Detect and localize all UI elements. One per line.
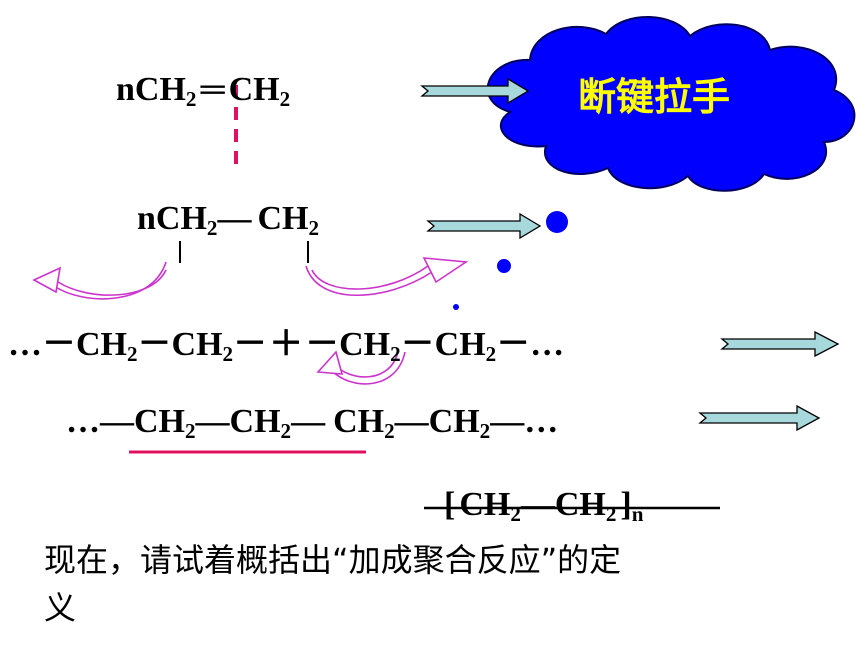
double-bond: ═	[200, 71, 225, 108]
chain-formula: …—CH2—CH2—CH2—CH2—…	[66, 403, 559, 442]
opened-formula: nCH2—CH2	[137, 200, 319, 239]
dot-small	[453, 304, 459, 310]
group-ch2-b: CH	[228, 71, 280, 108]
group-ch2-a: CH	[155, 200, 207, 237]
group-ch2: CH	[333, 403, 385, 440]
bond: －	[305, 326, 340, 363]
bond: —	[195, 403, 230, 440]
arrow-2	[426, 212, 542, 240]
cloud-callout-shape	[486, 16, 856, 192]
plus-sign: ＋	[269, 326, 304, 363]
subscript: 2	[485, 341, 497, 366]
group-ch2: CH	[434, 326, 486, 363]
curved-arrow-right	[305, 257, 469, 296]
dot-large	[546, 211, 568, 233]
bond: —	[520, 486, 555, 523]
group-ch2-a: CH	[134, 71, 186, 108]
group-ch2: CH	[229, 403, 281, 440]
bond-ellipsis: —…	[490, 403, 559, 440]
polymer-formula: [CH2—CH2]n	[444, 486, 643, 525]
curved-arrow-join	[316, 350, 406, 385]
group-ch2: CH	[459, 486, 511, 523]
group-ch2: CH	[76, 326, 127, 363]
arrow-3	[720, 330, 840, 358]
prompt-line-2: 义	[44, 589, 77, 627]
dot-medium	[497, 259, 511, 273]
subscript: 2	[279, 86, 291, 111]
single-bond: —	[217, 200, 252, 237]
group-ch2: CH	[171, 326, 223, 363]
degree-n: n	[631, 501, 644, 526]
prompt-line-1: 现在，请试着概括出“加成聚合反应”的定	[44, 541, 622, 579]
subscript: 2	[280, 418, 292, 443]
ellipsis-bond: …—	[66, 403, 134, 440]
subscript: 2	[222, 341, 234, 366]
group-ch2: CH	[339, 326, 391, 363]
curved-arrow-left	[32, 261, 167, 300]
group-ch2-b: CH	[257, 200, 309, 237]
monomer-formula: nCH2═CH2	[116, 71, 290, 110]
subscript: 2	[185, 418, 196, 443]
subscript: 2	[127, 341, 138, 366]
bond-ellipsis: －…	[496, 326, 565, 363]
subscript: 2	[308, 215, 320, 240]
coefficient: n	[116, 71, 135, 108]
callout-text: 断键拉手	[578, 75, 731, 119]
arrow-1	[420, 77, 530, 105]
bond: －	[137, 326, 172, 363]
group-ch2: CH	[554, 486, 606, 523]
open-bracket: [	[444, 486, 456, 523]
bond: －	[400, 326, 435, 363]
ellipsis-bond: …－	[8, 326, 76, 363]
coefficient: n	[137, 200, 156, 237]
group-ch2: CH	[428, 403, 480, 440]
subscript: 2	[479, 418, 491, 443]
bond: －	[233, 326, 268, 363]
bond: —	[394, 403, 429, 440]
subscript: 2	[605, 501, 617, 526]
joining-formula: …－CH2－CH2－＋－CH2－CH2－…	[8, 326, 565, 365]
subscript: 2	[206, 215, 218, 240]
arrow-4	[698, 404, 821, 432]
group-ch2: CH	[134, 403, 185, 440]
subscript: 2	[390, 341, 401, 366]
subscript: 2	[384, 418, 395, 443]
close-bracket: ]	[620, 486, 632, 523]
subscript: 2	[510, 501, 521, 526]
subscript: 2	[185, 86, 197, 111]
bond: —	[291, 403, 326, 440]
